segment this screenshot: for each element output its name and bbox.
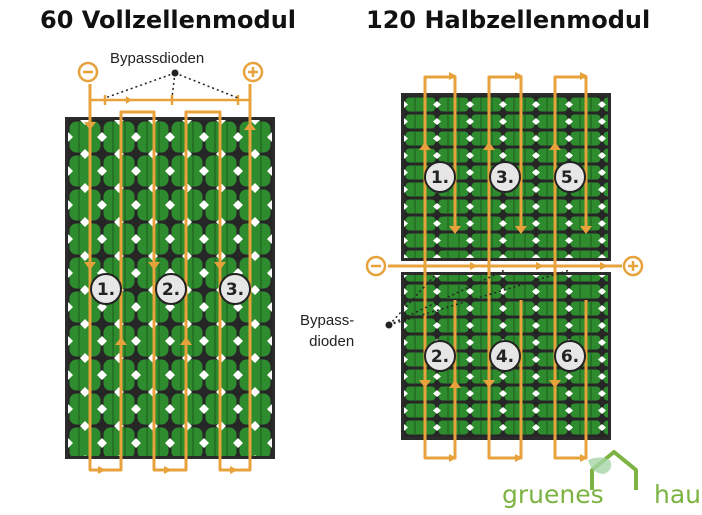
left-string-1: 1. bbox=[97, 280, 115, 300]
left-string-2: 2. bbox=[162, 280, 180, 300]
right-bypass-diode-pointers bbox=[388, 269, 571, 326]
bypass-diodes-label-right: Bypass- dioden bbox=[300, 310, 354, 352]
left-flow-arrows bbox=[84, 96, 256, 474]
logo-word-2: haus bbox=[654, 480, 702, 509]
left-string-badges: 1. 2. 3. bbox=[90, 273, 251, 305]
right-string-4: 4. bbox=[496, 347, 514, 367]
left-terminal-minus bbox=[77, 61, 99, 83]
right-string-6: 6. bbox=[561, 347, 579, 367]
right-bypass-diode-dot bbox=[385, 321, 393, 329]
right-terminal-minus bbox=[365, 255, 387, 277]
right-string-1: 1. bbox=[431, 168, 449, 188]
left-bypass-diode-pointers bbox=[104, 72, 239, 99]
logo-wordmark: gruenes haus bbox=[502, 480, 702, 509]
right-string-2: 2. bbox=[431, 347, 449, 367]
logo-house-icon bbox=[588, 450, 638, 490]
left-terminal-plus bbox=[242, 61, 264, 83]
right-terminal-plus bbox=[622, 255, 644, 277]
title-120-half-cell-module: 120 Halbzellenmodul bbox=[366, 6, 651, 34]
right-string-badges: 1. 3. 5. 2. 4. 6. bbox=[424, 161, 586, 372]
title-60-full-cell-module: 60 Vollzellenmodul bbox=[40, 6, 297, 34]
logo-word-1: gruenes bbox=[502, 480, 604, 509]
bypass-diodes-label-top: Bypassdioden bbox=[110, 50, 205, 67]
bypass-label-line-2: dioden bbox=[309, 333, 355, 350]
right-string-3: 3. bbox=[496, 168, 514, 188]
left-string-3: 3. bbox=[226, 280, 244, 300]
bypass-label-line-1: Bypass- bbox=[300, 312, 355, 329]
right-current-path-bottom bbox=[423, 266, 588, 460]
right-string-5: 5. bbox=[561, 168, 579, 188]
left-bypass-diode-dot bbox=[171, 69, 179, 77]
right-flow-arrows bbox=[419, 72, 608, 462]
